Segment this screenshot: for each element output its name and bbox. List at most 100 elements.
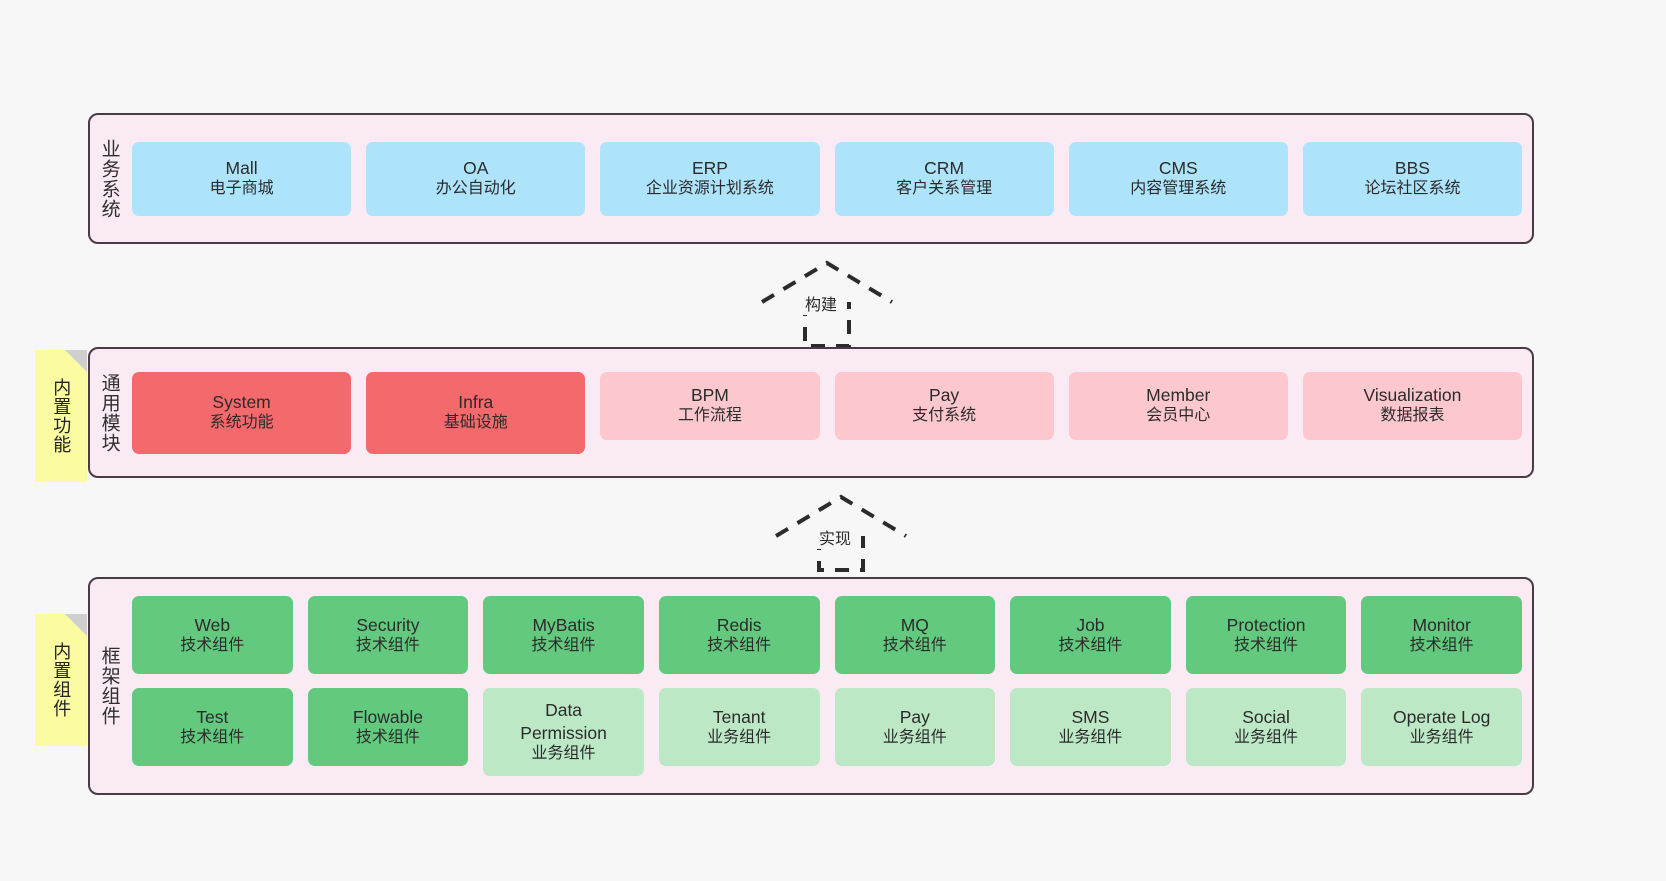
module-card-cms[interactable]: CMS 内容管理系统 <box>1068 141 1288 216</box>
component-card-operate-log[interactable]: Operate Log 业务组件 <box>1361 688 1522 766</box>
component-card-title: Security <box>356 614 420 635</box>
component-card-web[interactable]: Web 技术组件 <box>132 596 293 674</box>
module-card-member[interactable]: Member 会员中心 <box>1068 371 1288 440</box>
component-card-protection[interactable]: Protection 技术组件 <box>1185 596 1347 674</box>
component-card-title: MQ <box>900 614 929 635</box>
layer-common-modules: 通用模块 System 系统功能 Infra 基础设施 BPM 工作流程 Pay… <box>88 347 1534 478</box>
note-fold-corner <box>65 614 87 636</box>
note-builtin-features-label: 内置功能 <box>51 378 72 454</box>
component-card-tenant[interactable]: Tenant 业务组件 <box>658 688 820 766</box>
component-card-title: Flowable <box>352 706 423 727</box>
layer-business-systems-body: Mall 电子商城 OA 办公自动化 ERP 企业资源计划系统 CRM 客户关系… <box>128 115 1532 242</box>
module-card-subtitle: 基础设施 <box>443 414 508 432</box>
component-card-title: Web <box>194 614 231 635</box>
component-card-title: SMS <box>1071 706 1110 727</box>
component-card-social[interactable]: Social 业务组件 <box>1185 688 1347 766</box>
component-card-title: Tenant <box>712 706 766 727</box>
build-arrowhead <box>760 260 894 304</box>
module-card-system[interactable]: System 系统功能 <box>132 371 352 454</box>
module-card-subtitle: 企业资源计划系统 <box>645 180 774 198</box>
module-card-subtitle: 论坛社区系统 <box>1364 180 1461 198</box>
module-card-title: System <box>212 392 271 413</box>
connector-implement: 实现 <box>771 492 911 574</box>
component-card-subtitle: 业务组件 <box>1409 728 1474 746</box>
connector-implement-label: 实现 <box>817 525 854 549</box>
component-card-title: Monitor <box>1412 614 1471 635</box>
component-card-subtitle: 业务组件 <box>707 728 772 746</box>
component-card-subtitle: 技术组件 <box>355 636 420 654</box>
component-card-title: Social <box>1242 706 1290 727</box>
module-card-subtitle: 系统功能 <box>209 414 274 432</box>
module-card-title: Infra <box>458 392 494 413</box>
component-card-subtitle: 业务组件 <box>882 728 947 746</box>
component-card-mybatis[interactable]: MyBatis 技术组件 <box>483 596 644 674</box>
component-card-subtitle: 技术组件 <box>1234 636 1299 654</box>
component-card-title: Job <box>1076 614 1105 635</box>
component-card-title: Pay <box>899 706 930 727</box>
module-card-subtitle: 工作流程 <box>677 407 742 425</box>
note-builtin-features: 内置功能 <box>35 350 87 482</box>
implement-arrowhead <box>774 494 908 538</box>
framework-tech-row: Web 技术组件 Security 技术组件 MyBatis 技术组件 Redi… <box>132 596 1522 674</box>
note-builtin-components-label: 内置组件 <box>51 642 72 718</box>
component-card-security[interactable]: Security 技术组件 <box>307 596 469 674</box>
component-card-subtitle: 技术组件 <box>707 636 772 654</box>
build-shaft <box>803 302 851 348</box>
module-card-title: Visualization <box>1363 385 1462 406</box>
module-card-bbs[interactable]: BBS 论坛社区系统 <box>1302 141 1523 216</box>
component-card-mq[interactable]: MQ 技术组件 <box>834 596 996 674</box>
component-card-subtitle: 技术组件 <box>180 728 245 746</box>
layer-business-systems: 业务系统 Mall 电子商城 OA 办公自动化 ERP 企业资源计划系统 CRM… <box>88 113 1534 244</box>
component-card-flowable[interactable]: Flowable 技术组件 <box>307 688 469 766</box>
module-card-crm[interactable]: CRM 客户关系管理 <box>834 141 1054 216</box>
layer-common-modules-body: System 系统功能 Infra 基础设施 BPM 工作流程 Pay 支付系统… <box>128 349 1532 476</box>
component-card-subtitle: 技术组件 <box>531 636 596 654</box>
module-card-mall[interactable]: Mall 电子商城 <box>132 141 352 216</box>
module-card-title: Pay <box>929 385 960 406</box>
layer-common-modules-title: 通用模块 <box>98 372 120 453</box>
module-card-title: BBS <box>1394 158 1430 179</box>
connector-build: 构建 <box>757 258 897 350</box>
note-builtin-components: 内置组件 <box>35 614 87 746</box>
component-card-title: Protection <box>1226 614 1306 635</box>
component-card-monitor[interactable]: Monitor 技术组件 <box>1361 596 1522 674</box>
implement-shaft <box>817 536 865 572</box>
module-card-infra[interactable]: Infra 基础设施 <box>366 371 586 454</box>
module-card-title: ERP <box>691 158 728 179</box>
module-card-subtitle: 数据报表 <box>1380 407 1445 425</box>
component-card-title: Operate Log <box>1393 706 1491 727</box>
module-card-title: OA <box>463 158 489 179</box>
module-card-subtitle: 会员中心 <box>1146 407 1211 425</box>
module-card-title: CMS <box>1158 158 1198 179</box>
component-card-title: Redis <box>716 614 762 635</box>
connector-build-label: 构建 <box>803 291 840 315</box>
module-card-erp[interactable]: ERP 企业资源计划系统 <box>600 141 820 216</box>
layer-framework-components-title: 框架组件 <box>98 646 120 726</box>
component-card-title: Data Permission <box>520 700 607 743</box>
module-card-bpm[interactable]: BPM 工作流程 <box>600 371 820 440</box>
component-card-redis[interactable]: Redis 技术组件 <box>658 596 820 674</box>
component-card-test[interactable]: Test 技术组件 <box>132 688 293 766</box>
layer-business-systems-title: 业务系统 <box>98 138 120 219</box>
component-card-subtitle: 技术组件 <box>355 728 420 746</box>
component-card-data-permission[interactable]: Data Permission 业务组件 <box>483 688 644 776</box>
framework-business-row: Test 技术组件 Flowable 技术组件 Data Permission … <box>132 688 1522 776</box>
component-card-sms[interactable]: SMS 业务组件 <box>1010 688 1171 766</box>
module-card-title: Member <box>1146 385 1211 406</box>
business-systems-row: Mall 电子商城 OA 办公自动化 ERP 企业资源计划系统 CRM 客户关系… <box>132 141 1523 216</box>
component-card-subtitle: 技术组件 <box>1409 636 1474 654</box>
component-card-title: Test <box>196 706 229 727</box>
note-fold-corner <box>65 350 87 372</box>
component-card-subtitle: 业务组件 <box>531 745 596 763</box>
module-card-subtitle: 客户关系管理 <box>896 180 993 198</box>
module-card-subtitle: 电子商城 <box>209 180 274 198</box>
component-card-pay[interactable]: Pay 业务组件 <box>834 688 996 766</box>
module-card-oa[interactable]: OA 办公自动化 <box>366 141 586 216</box>
module-card-pay[interactable]: Pay 支付系统 <box>834 371 1054 440</box>
component-card-subtitle: 业务组件 <box>1234 728 1299 746</box>
component-card-job[interactable]: Job 技术组件 <box>1010 596 1171 674</box>
module-card-visualization[interactable]: Visualization 数据报表 <box>1302 371 1523 440</box>
common-modules-row: System 系统功能 Infra 基础设施 BPM 工作流程 Pay 支付系统… <box>132 371 1523 454</box>
component-card-subtitle: 技术组件 <box>1058 636 1123 654</box>
